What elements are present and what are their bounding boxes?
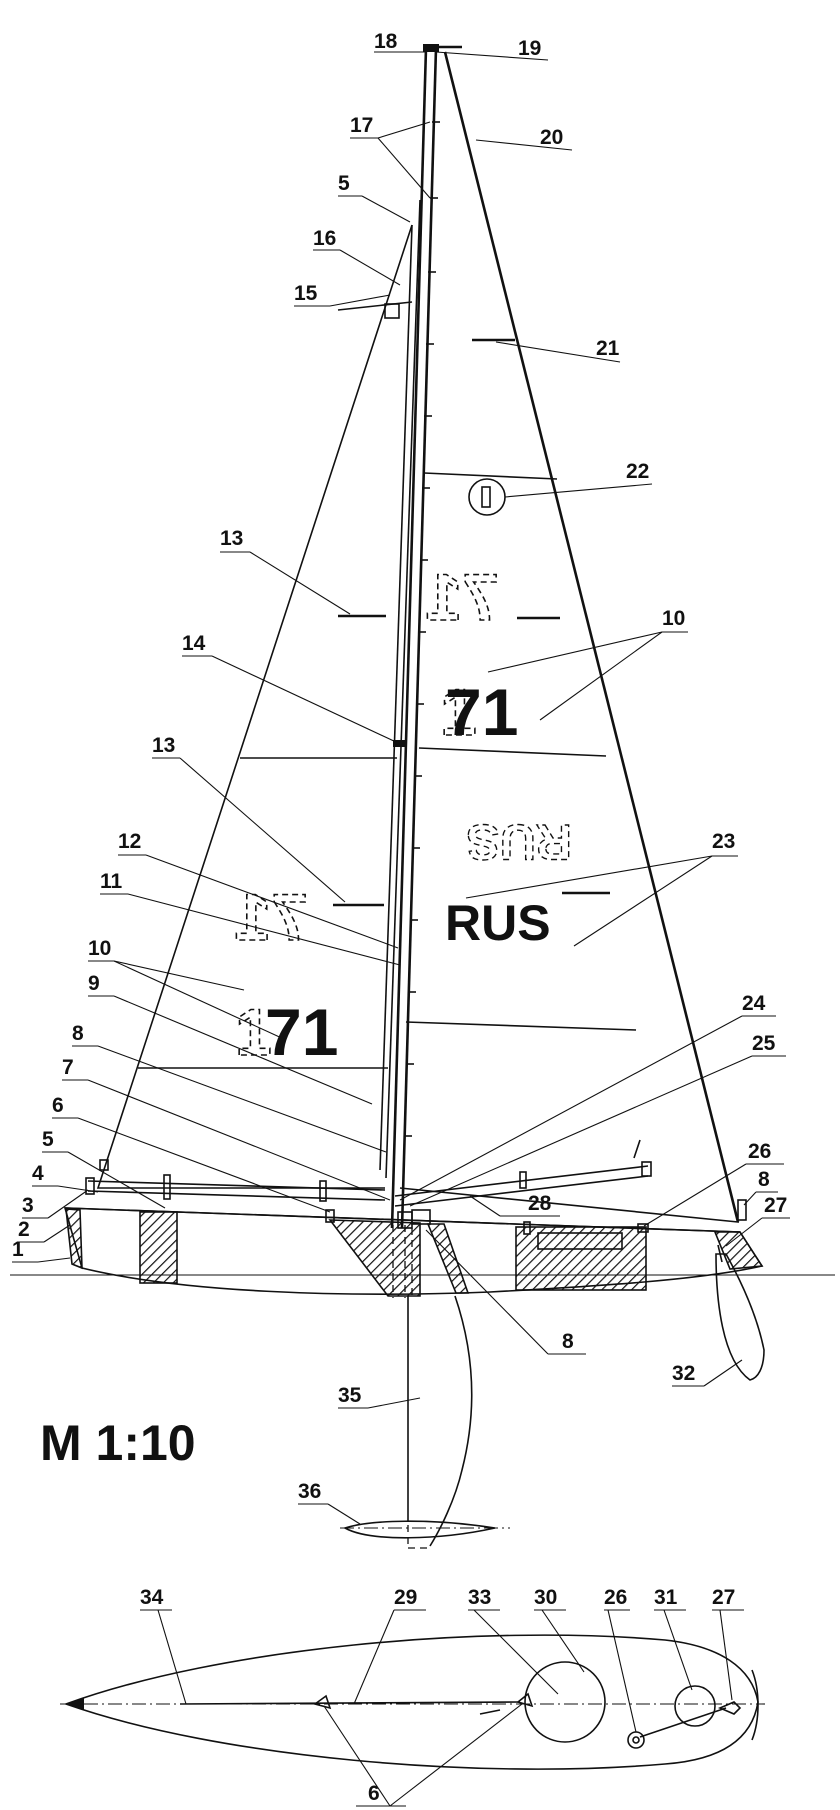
- jib-seams: [405, 472, 641, 1159]
- bow-tip: [66, 1698, 84, 1710]
- deck-eye-aft: [516, 1692, 534, 1708]
- transom-line: [751, 1669, 759, 1741]
- callout-22: 22: [626, 460, 649, 483]
- main-boom-end: [99, 1159, 109, 1171]
- callout-6-plan: 6: [368, 1782, 380, 1805]
- hull-bulkheads: [65, 1208, 764, 1297]
- jib-boom: [394, 1161, 652, 1207]
- ballast-bulb: [342, 1520, 496, 1539]
- main-hatch: [524, 1661, 606, 1743]
- sail-number-jib: 71: [445, 675, 518, 749]
- jib-sheet-line: [179, 1701, 521, 1705]
- rudder-hatch: [674, 1685, 716, 1727]
- callout-13-lower: 13: [152, 734, 175, 757]
- callout-27-side: 27: [764, 1194, 787, 1217]
- callout-32: 32: [672, 1362, 695, 1385]
- callout-3: 3: [22, 1194, 34, 1217]
- sail-markings: 71 71 71 71 1 1 RUS RUS: [234, 559, 573, 1070]
- callout-8-right: 8: [758, 1168, 770, 1191]
- callouts: 18 19 20 17 5 16 15 21 22 13 10 14 13: [12, 30, 790, 1807]
- callout-18: 18: [374, 30, 398, 53]
- callout-14: 14: [182, 632, 206, 655]
- callout-7: 7: [62, 1056, 74, 1079]
- callout-17: 17: [350, 114, 373, 137]
- sail-number-main-ghost: 71: [235, 880, 308, 954]
- callout-12: 12: [118, 830, 141, 853]
- callout-23: 23: [712, 830, 735, 853]
- jib-ghost-one: 1: [440, 675, 477, 749]
- keel-fin: [407, 1295, 473, 1547]
- callout-26-side: 26: [748, 1140, 771, 1163]
- callout-9: 9: [88, 972, 100, 995]
- rudder: [715, 1253, 765, 1381]
- switch-fitting-inner: [632, 1736, 640, 1744]
- mast-joint: [393, 740, 406, 747]
- callout-28: 28: [528, 1192, 552, 1215]
- callout-15: 15: [294, 282, 318, 305]
- jib-outline: [399, 51, 740, 1223]
- switch-line: [639, 1707, 727, 1738]
- callout-33: 33: [468, 1586, 491, 1609]
- deck-eye-fwd: [313, 1694, 332, 1710]
- deck-fittings: [325, 1199, 747, 1235]
- mainsail-outline: [96, 224, 413, 1189]
- rudder-stock: [717, 1244, 723, 1263]
- callout-29: 29: [394, 1586, 417, 1609]
- callout-26-plan: 26: [604, 1586, 627, 1609]
- callout-4: 4: [32, 1162, 44, 1185]
- callout-34: 34: [140, 1586, 164, 1609]
- mast-slider-ticks: [404, 121, 440, 1137]
- callout-20: 20: [540, 126, 563, 149]
- callout-10-upper: 10: [662, 607, 685, 630]
- callout-21: 21: [596, 337, 620, 360]
- country-code: RUS: [445, 895, 551, 951]
- mainsail-battens: [333, 614, 386, 907]
- callout-31: 31: [654, 1586, 678, 1609]
- mast-step-dashed: [392, 1225, 413, 1298]
- callout-8-left: 8: [72, 1022, 84, 1045]
- mast: [379, 44, 462, 1229]
- callout-35: 35: [338, 1384, 362, 1407]
- mainsail-headboard: [384, 303, 400, 319]
- callout-10-lower: 10: [88, 937, 111, 960]
- callout-36: 36: [298, 1480, 321, 1503]
- sail-number-main: 71: [265, 995, 338, 1069]
- callout-19: 19: [518, 37, 541, 60]
- callout-6-side: 6: [52, 1094, 64, 1117]
- callout-2: 2: [18, 1218, 30, 1241]
- callout-24: 24: [742, 992, 766, 1015]
- switch-fitting: [627, 1731, 645, 1749]
- sail-number-jib-ghost: 71: [426, 560, 499, 634]
- side-view: [10, 44, 835, 1549]
- callout-25: 25: [752, 1032, 776, 1055]
- callout-16: 16: [313, 227, 336, 250]
- jib-luff: [443, 51, 740, 1223]
- scale-label: M 1:10: [40, 1415, 196, 1471]
- callout-30: 30: [534, 1586, 557, 1609]
- callout-13-upper: 13: [220, 527, 243, 550]
- main-ghost-one: 1: [235, 995, 272, 1069]
- callout-5-top: 5: [338, 172, 350, 195]
- country-code-ghost: RUS: [466, 814, 572, 870]
- plan-view: [60, 1634, 765, 1770]
- jib-battens: [472, 338, 610, 895]
- callout-27-plan: 27: [712, 1586, 735, 1609]
- callout-8-bottom: 8: [562, 1330, 574, 1353]
- tiller-end: [717, 1701, 742, 1715]
- callout-5-side: 5: [42, 1128, 54, 1151]
- callout-1: 1: [12, 1238, 24, 1261]
- sail-window: [468, 478, 506, 516]
- callout-11: 11: [100, 870, 123, 893]
